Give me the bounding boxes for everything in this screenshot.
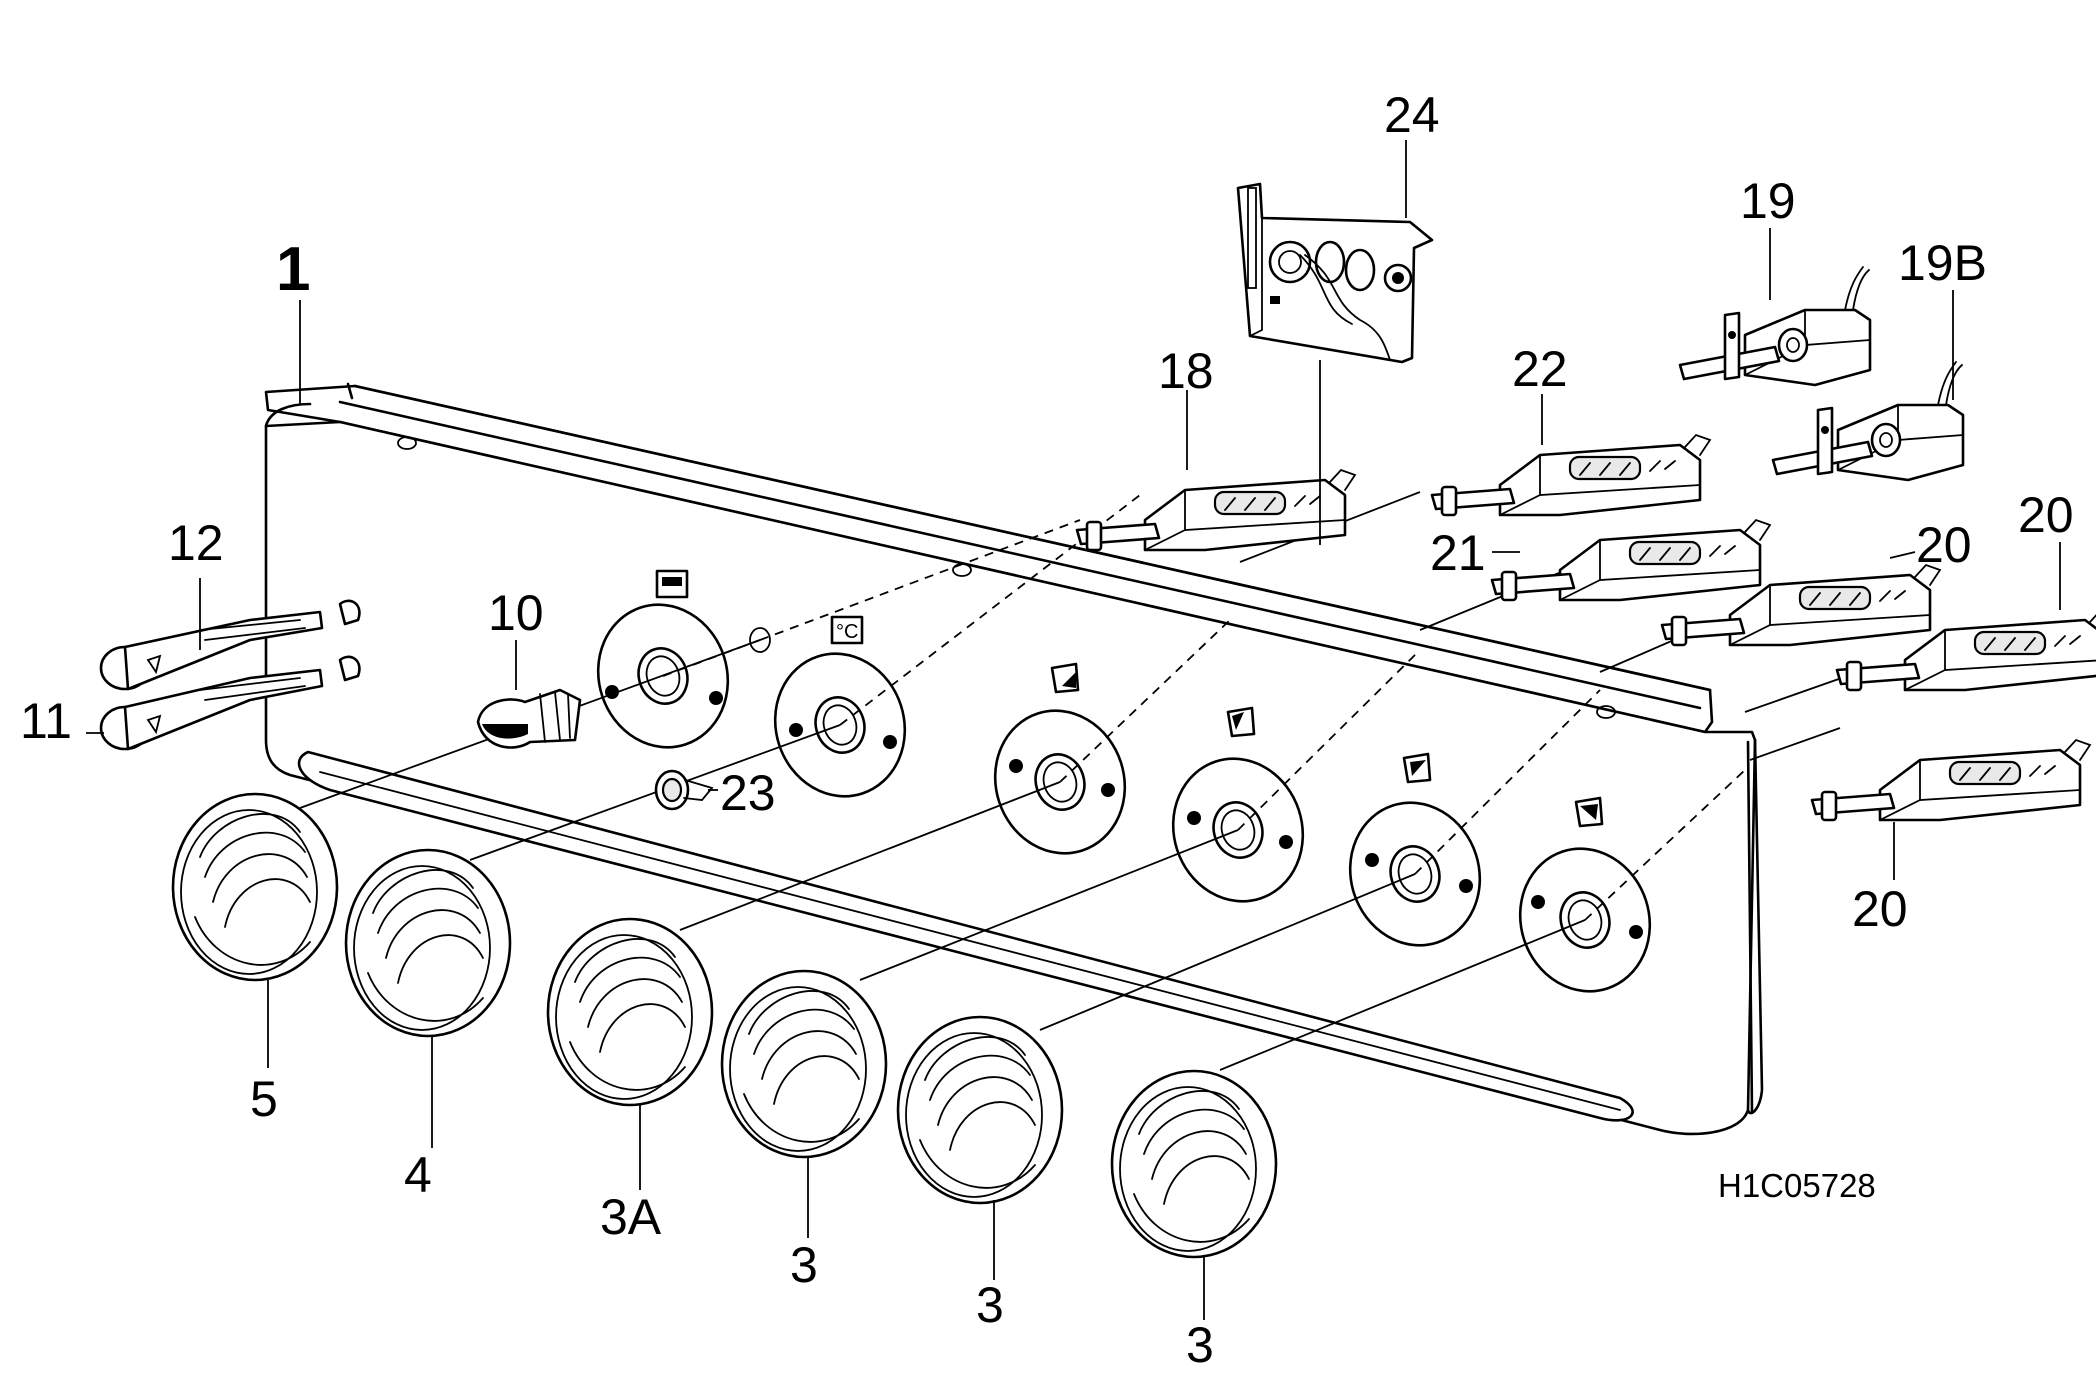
knob-3-c[interactable] [1110,1069,1278,1259]
callout-20-a: 20 [2018,487,2074,543]
lamp-hole [749,627,771,653]
selector-knob-10[interactable] [476,688,582,749]
switch-20-c [1810,738,2092,822]
knob-4[interactable] [344,848,512,1038]
callout-19: 19 [1740,173,1796,229]
push-button-11[interactable] [99,655,361,751]
callout-4: 4 [404,1147,432,1203]
switch-18 [1075,468,1357,552]
callout-5: 5 [250,1071,278,1127]
switch-22 [1430,433,1712,517]
callout-22: 22 [1512,341,1568,397]
callout-3A: 3A [600,1189,662,1245]
callout-3-a: 3 [790,1237,818,1293]
bracket-24 [1236,182,1434,364]
callout-10: 10 [488,585,544,641]
thermostat-19 [1678,265,1872,387]
knob-3-a[interactable] [720,969,888,1159]
callout-21: 21 [1430,525,1486,581]
push-button-12[interactable] [99,599,361,691]
knob-3-b[interactable] [896,1015,1064,1205]
callout-leaders [86,140,2061,1320]
callout-1: 1 [276,235,310,304]
callout-20-c: 20 [1852,881,1908,937]
callout-19B: 19B [1898,235,1987,291]
switch-21 [1490,518,1772,602]
callout-24: 24 [1384,87,1440,143]
celsius-symbol: °C [836,621,858,643]
callout-12: 12 [168,515,224,571]
hob-symbols: °C [655,569,1604,828]
callout-20-b: 20 [1916,517,1972,573]
callout-labels: 1 12 11 10 23 18 24 22 21 19 19B 20 20 2… [20,87,2074,1373]
knob-5[interactable] [171,792,339,982]
callout-3-c: 3 [1186,1317,1214,1373]
drawing-reference-code: H1C05728 [1718,1167,1876,1204]
callout-18: 18 [1158,343,1214,399]
callout-11: 11 [20,693,72,749]
knob-bezels [596,603,1652,993]
callout-23: 23 [720,765,776,821]
knob-3A[interactable] [546,917,714,1107]
callout-3-b: 3 [976,1277,1004,1333]
lamp-23 [654,769,714,811]
